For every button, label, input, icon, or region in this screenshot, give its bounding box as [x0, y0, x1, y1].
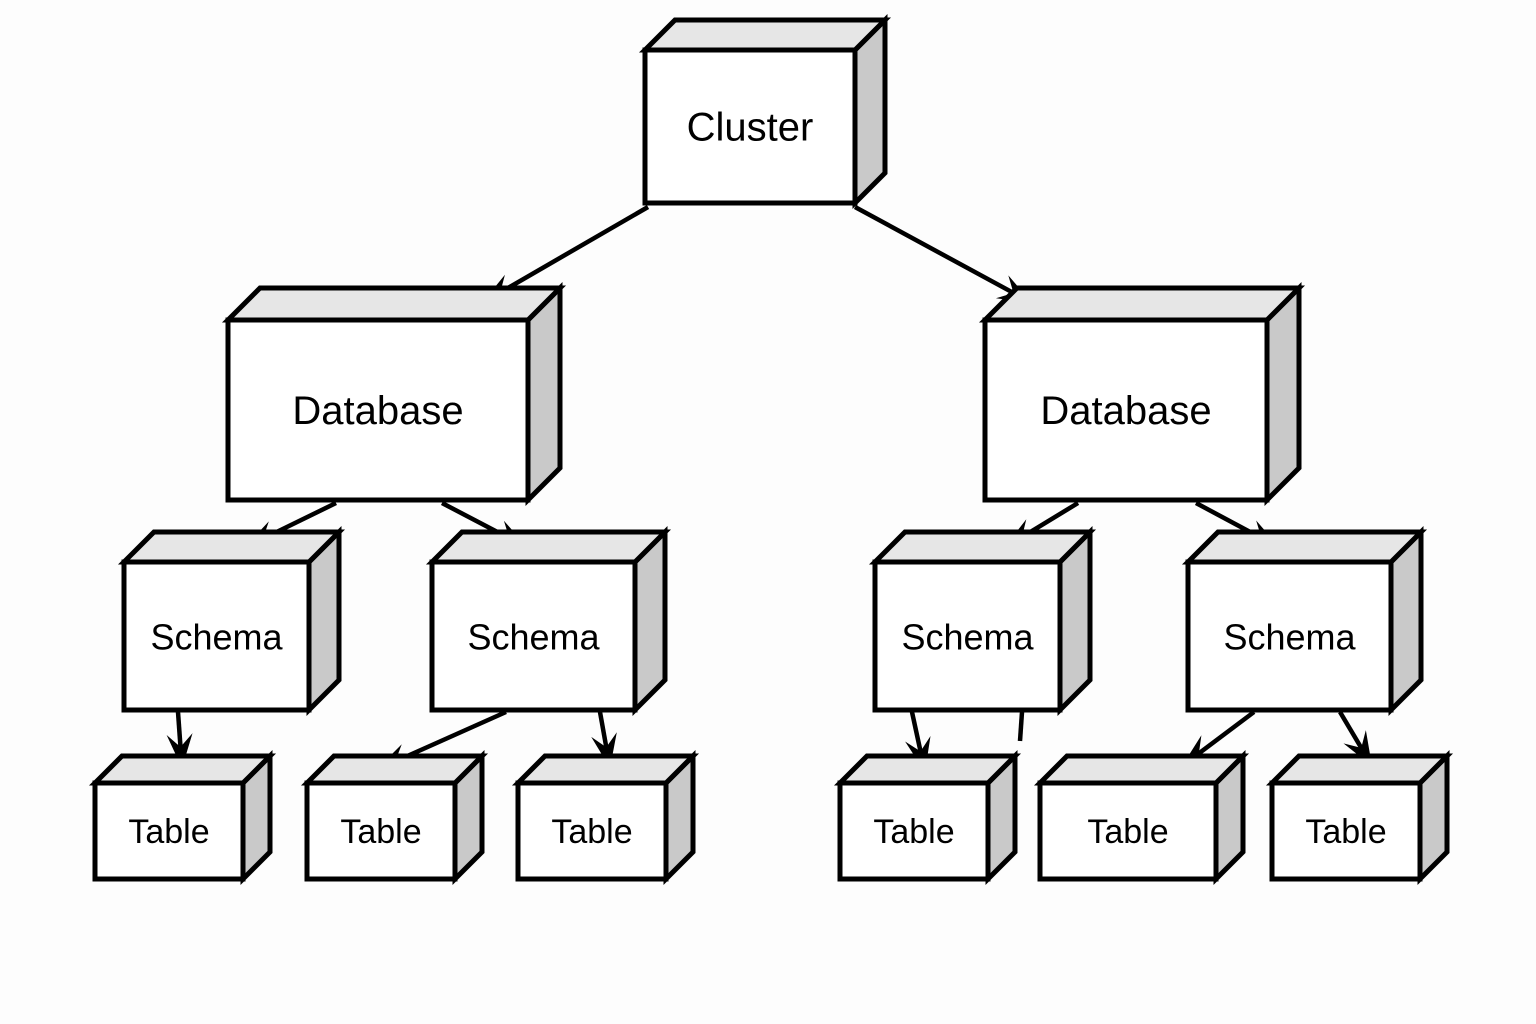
box-top-face: [300, 753, 489, 786]
arrowhead: [166, 733, 193, 768]
node-table-5[interactable]: Table: [1033, 749, 1250, 886]
box-side-face: [525, 281, 563, 507]
box-front-face: [225, 317, 531, 503]
box-top-face: [1265, 753, 1454, 786]
box-front-face: [837, 780, 991, 882]
edge-line: [1338, 710, 1365, 752]
edge-line: [909, 711, 924, 755]
edge-line: [175, 711, 183, 750]
box-front-face: [515, 780, 669, 882]
box-top-face: [833, 753, 1022, 786]
box-top-face: [868, 529, 1097, 565]
box-side-face: [1264, 281, 1302, 507]
node-database-1[interactable]: Database: [221, 281, 567, 507]
box-front-face: [1269, 780, 1423, 882]
node-table-4[interactable]: Table: [833, 749, 1022, 886]
edge-line: [1195, 710, 1256, 757]
node-cluster-1[interactable]: Cluster: [638, 13, 892, 210]
edge-line: [853, 205, 1017, 297]
edge-edge-schema1-table1: [166, 711, 193, 768]
box-top-face: [117, 529, 346, 565]
box-front-face: [642, 47, 858, 206]
edge-line: [597, 711, 609, 750]
box-front-face: [429, 559, 638, 713]
box-top-face: [425, 529, 672, 565]
edge-line: [497, 205, 650, 296]
box-front-face: [304, 780, 458, 882]
box-top-face: [221, 285, 567, 323]
node-table-2[interactable]: Table: [300, 749, 489, 886]
artifacts-layer: [1017, 711, 1025, 742]
edge-edge-cluster1-database2: [853, 205, 1032, 303]
node-schema-2[interactable]: Schema: [425, 525, 672, 717]
box-front-face: [92, 780, 246, 882]
box-top-face: [638, 17, 892, 53]
box-top-face: [511, 753, 700, 786]
box-front-face: [1037, 780, 1219, 882]
box-top-face: [1033, 753, 1250, 786]
box-front-face: [121, 559, 312, 713]
node-table-6[interactable]: Table: [1265, 749, 1454, 886]
node-table-1[interactable]: Table: [88, 749, 277, 886]
node-database-2[interactable]: Database: [978, 281, 1306, 507]
node-table-3[interactable]: Table: [511, 749, 700, 886]
box-front-face: [872, 559, 1063, 713]
artifact-stub-schema3: [1017, 711, 1025, 742]
box-top-face: [88, 753, 277, 786]
box-front-face: [1185, 559, 1394, 713]
node-schema-1[interactable]: Schema: [117, 525, 346, 717]
box-top-face: [1181, 529, 1428, 565]
node-schema-4[interactable]: Schema: [1181, 525, 1428, 717]
box-front-face: [982, 317, 1270, 503]
node-schema-3[interactable]: Schema: [868, 525, 1097, 717]
box-top-face: [978, 285, 1306, 323]
